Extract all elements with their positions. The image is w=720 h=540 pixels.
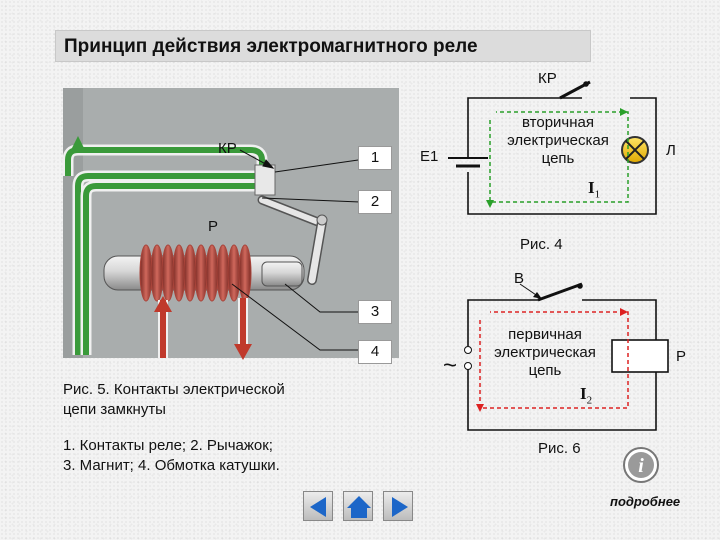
coil-turn xyxy=(238,244,252,302)
coil-turn xyxy=(194,244,208,302)
page-title: Принцип действия электромагнитного реле xyxy=(55,30,591,62)
info-icon[interactable]: i xyxy=(622,446,660,484)
battery-e1 xyxy=(448,157,488,168)
secondary-circuit-label: вторичная электрическая цепь xyxy=(488,114,628,168)
b-label: В xyxy=(514,270,525,287)
secondary-line3: цепь xyxy=(541,150,575,167)
home-icon xyxy=(347,496,371,518)
more-link[interactable]: подробнее xyxy=(610,494,681,509)
lamp-icon xyxy=(621,136,649,164)
primary-line2: электрическая xyxy=(494,344,596,361)
callout-4: 4 xyxy=(358,340,392,364)
figure-5-caption: Рис. 5. Контакты электрической цепи замк… xyxy=(63,380,285,420)
lamp-label: Л xyxy=(666,142,676,159)
figure-4-caption: Рис. 4 xyxy=(520,236,563,253)
prev-button[interactable] xyxy=(303,491,333,521)
coil-turn xyxy=(227,244,241,302)
current-i1: I1 xyxy=(588,178,600,200)
current-path-green xyxy=(486,108,629,208)
lever xyxy=(257,195,328,285)
home-button[interactable] xyxy=(343,491,373,521)
coil-leads xyxy=(154,296,252,360)
info-letter: i xyxy=(638,455,644,477)
relay-coil-box xyxy=(611,339,669,373)
coil-turn xyxy=(205,244,219,302)
coil-turn xyxy=(172,244,186,302)
p-label-fig6: Р xyxy=(676,348,687,365)
next-button[interactable] xyxy=(383,491,413,521)
figure-6-caption: Рис. 6 xyxy=(538,440,581,457)
primary-circuit-label: первичная электрическая цепь xyxy=(480,326,610,380)
coil-turn xyxy=(139,244,153,302)
secondary-circuit xyxy=(467,80,657,215)
ac-symbol: ~ xyxy=(443,352,458,379)
coil-turn xyxy=(150,244,164,302)
e1-label: Е1 xyxy=(420,148,439,165)
coil-winding xyxy=(139,244,252,302)
relay-contact-block xyxy=(254,164,276,196)
p-label-relay: Р xyxy=(208,218,219,235)
callout-lines xyxy=(231,149,373,351)
ac-terminals xyxy=(464,346,472,370)
primary-line3: цепь xyxy=(528,362,562,379)
legend-line2: 3. Магнит; 4. Обмотка катушки. xyxy=(63,457,280,474)
figure-5-caption-line1: Рис. 5. Контакты электрической xyxy=(63,381,285,398)
callout-3: 3 xyxy=(358,300,392,324)
coil-turn xyxy=(161,244,175,302)
current-i2-symbol: I xyxy=(580,384,587,403)
legend-line1: 1. Контакты реле; 2. Рычажок; xyxy=(63,437,273,454)
current-i1-symbol: I xyxy=(588,178,595,197)
legend: 1. Контакты реле; 2. Рычажок; 3. Магнит;… xyxy=(63,436,280,476)
primary-circuit xyxy=(467,282,657,431)
secondary-line1: вторичная xyxy=(522,114,594,131)
coil-turn xyxy=(183,244,197,302)
coil-turn xyxy=(216,244,230,302)
current-i1-index: 1 xyxy=(594,188,601,201)
kr-label-relay: КР xyxy=(218,140,237,157)
primary-line1: первичная xyxy=(508,326,582,343)
callout-2: 2 xyxy=(358,190,392,214)
arrow-right-icon xyxy=(392,497,408,517)
green-contact-wire xyxy=(62,136,268,355)
figure-5-caption-line2: цепи замкнуты xyxy=(63,401,166,418)
current-i2: I2 xyxy=(580,384,592,406)
kr-label-fig4: КР xyxy=(538,70,557,87)
callout-1: 1 xyxy=(358,146,392,170)
current-path-red xyxy=(476,308,629,412)
arrow-left-icon xyxy=(310,497,326,517)
current-i2-index: 2 xyxy=(586,394,593,407)
relay-illustration-panel xyxy=(63,88,399,358)
secondary-line2: электрическая xyxy=(507,132,609,149)
